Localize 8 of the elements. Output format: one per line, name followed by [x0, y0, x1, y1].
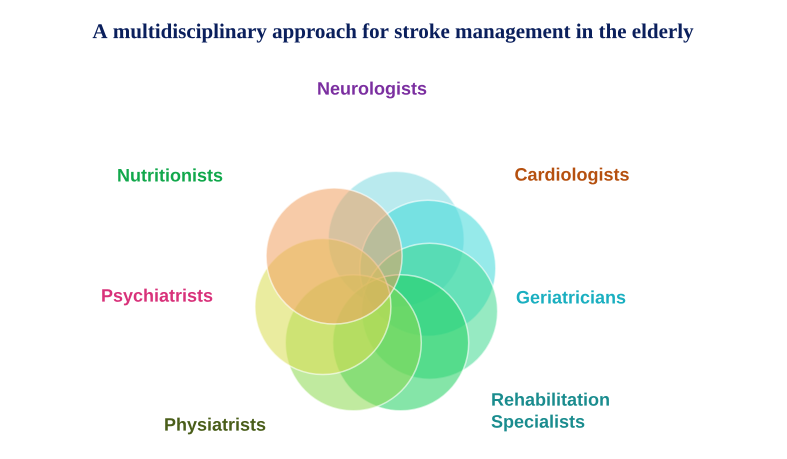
role-label: Neurologists: [318, 82, 426, 98]
role-label: Geriatricians: [516, 290, 626, 304]
role-label: Rehabilitation Specialists: [492, 392, 609, 432]
role-label: Nutritionists: [118, 168, 222, 182]
role-label: Cardiologists: [515, 168, 629, 184]
role-label: Physiatrists: [165, 418, 266, 434]
title: A multidisciplinary approach for stroke management in the elderly: [92, 23, 694, 43]
role-label: Psychiatrists: [102, 288, 212, 306]
